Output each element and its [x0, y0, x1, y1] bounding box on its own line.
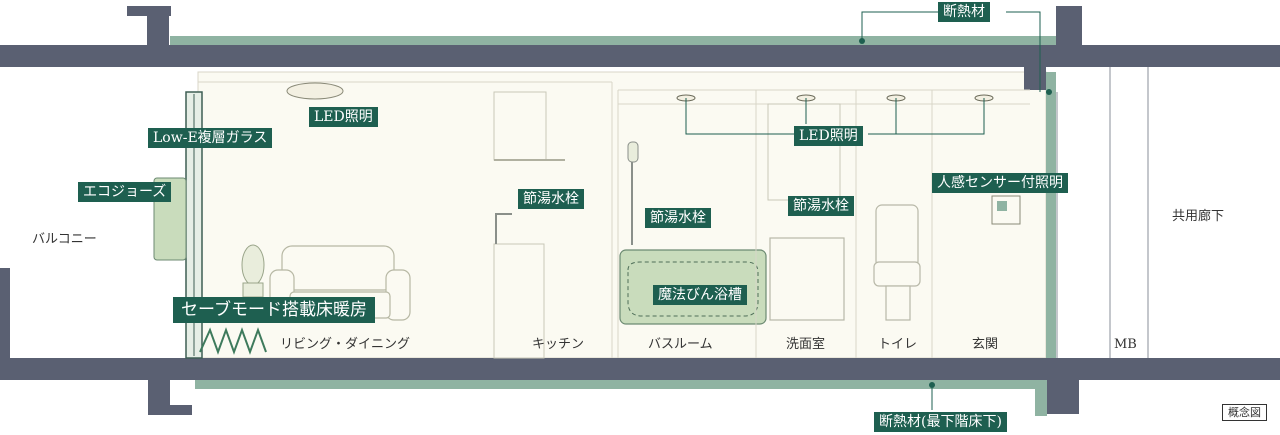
- room-label-bathroom: バスルーム: [648, 337, 713, 352]
- vanity-cabinet: [769, 237, 845, 321]
- room-label-living-dining: リビング・ダイニング: [280, 337, 411, 352]
- insulation-top-tag: 断熱材: [938, 2, 990, 22]
- sensor-light-tag: 人感センサー付照明: [932, 173, 1068, 193]
- led-light-wet-area-tag: LED照明: [794, 126, 863, 146]
- insulation-bottom-end: [1035, 380, 1047, 416]
- faucet-washroom-tag: 節湯水栓: [788, 196, 854, 216]
- plant: [241, 244, 265, 298]
- balcony-parapet: [0, 268, 10, 358]
- kitchen-faucet: [495, 213, 512, 244]
- toilet-tank: [875, 204, 919, 268]
- floor-heating-tag: セーブモード搭載床暖房: [173, 297, 375, 323]
- leader-insulation-top: [861, 11, 938, 40]
- lower-beam-cap-left: [148, 405, 192, 415]
- conceptual-diagram-note: 概念図: [1222, 404, 1267, 421]
- insulation-bottom: [195, 380, 1035, 389]
- insulation-right: [1046, 72, 1056, 362]
- upper-beam-stub: [1024, 64, 1046, 90]
- floor-heating-coil: [199, 327, 267, 355]
- led-light-living-tag: LED照明: [309, 107, 378, 127]
- room-label-corridor: 共用廊下: [1172, 209, 1225, 224]
- sensor-switch-window: [997, 201, 1007, 211]
- ceiling-light-living: [286, 82, 344, 100]
- room-label-toilet: トイレ: [878, 337, 918, 352]
- kitchen-wall-cabinet: [493, 91, 547, 161]
- room-label-washroom: 洗面室: [786, 337, 826, 352]
- room-label-mb: MB: [1114, 337, 1137, 352]
- faucet-bath-tag: 節湯水栓: [645, 208, 711, 228]
- leader-insulation-right: [1006, 11, 1041, 92]
- leader-lines: [685, 11, 1041, 410]
- room-label-kitchen: キッチン: [532, 337, 585, 352]
- building-structure: [0, 6, 1280, 415]
- lower-slab: [0, 358, 1280, 380]
- faucet-kitchen-tag: 節湯水栓: [518, 189, 584, 209]
- leader-led-entrance: [868, 98, 985, 135]
- toilet-bowl: [873, 261, 921, 287]
- upper-beam-left: [147, 6, 169, 66]
- bathtub-insulation: [627, 261, 759, 317]
- leader-led-bath: [685, 98, 794, 135]
- room-label-entrance: 玄関: [972, 337, 999, 352]
- lower-beam-right: [1047, 378, 1079, 414]
- upper-slab: [0, 45, 1280, 67]
- kitchen-counter: [493, 243, 545, 359]
- eco-jozu-tag: エコジョーズ: [78, 182, 172, 202]
- leader-dots: [859, 38, 1052, 388]
- vanity-mirror: [767, 103, 841, 201]
- upper-beam-right: [1056, 6, 1082, 66]
- room-label-balcony: バルコニー: [32, 232, 97, 247]
- toilet-base: [885, 285, 911, 321]
- thermos-bathtub-tag: 魔法びん浴槽: [653, 285, 747, 305]
- low-e-glass-tag: Low-E複層ガラス: [148, 128, 273, 148]
- insulation-bottom-tag: 断熱材(最下階床下): [874, 412, 1007, 432]
- insulation-top: [170, 36, 1060, 45]
- shower-head: [627, 141, 639, 163]
